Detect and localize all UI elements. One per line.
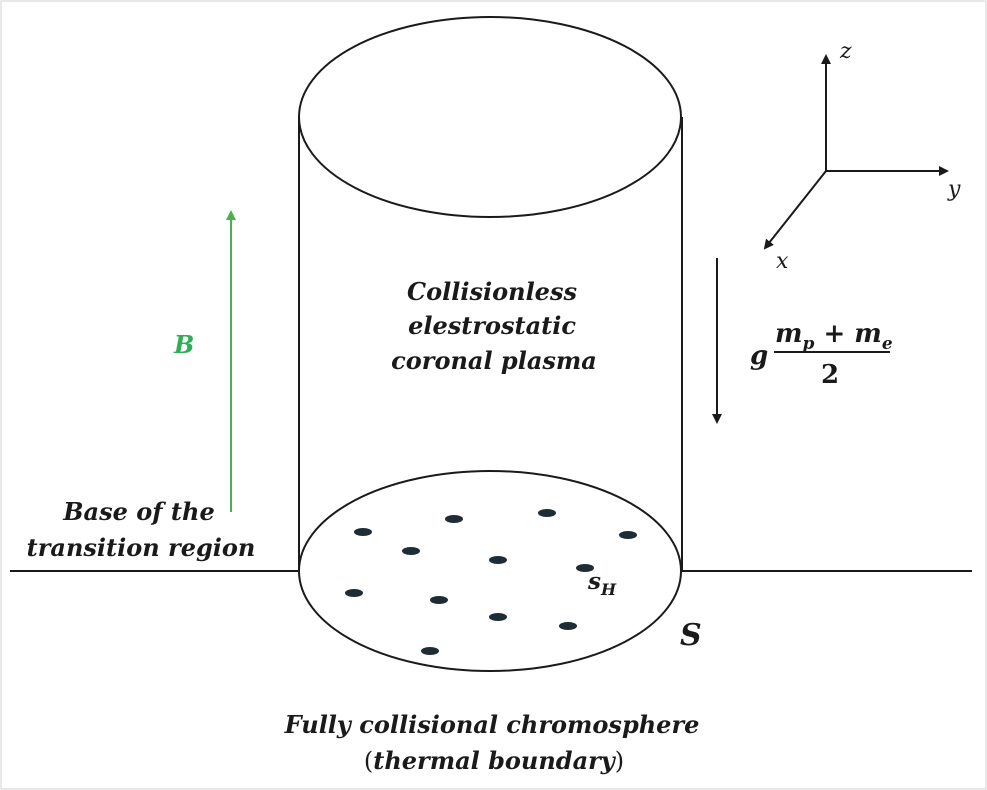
spot-label-s: s [587,568,601,595]
plasma-label-line3: coronal plasma [391,346,597,375]
spot [402,547,420,555]
spot [559,622,577,630]
spot-label-sub: H [600,580,617,599]
thermal-boundary-text: thermal boundary [373,746,617,775]
gravity-sub2: e [882,334,893,354]
spot [619,531,637,539]
spot [445,515,463,523]
z-axis-label: z [839,39,852,64]
spot [430,596,448,604]
gravity-m1: m [775,319,803,349]
gravity-m2: m [854,319,882,349]
spot [489,613,507,621]
cylinder-bottom-ellipse [298,470,682,672]
spot [345,589,363,597]
surface-label: S [680,618,702,653]
gravity-denominator: 2 [821,360,839,390]
gravity-label: g mp + me 2 [750,319,893,390]
spot [538,509,556,517]
chromosphere-label-line2: (thermal boundary) [364,746,624,775]
chromosphere-label-line1: Fully collisional chromosphere [284,710,700,739]
paren-close: ) [615,747,624,775]
spot [576,564,594,572]
surface-spots [345,509,637,655]
chromosphere-label: Fully collisional chromosphere (thermal … [284,710,700,775]
gravity-numerator: mp + me [775,319,893,354]
plasma-label-line2: elestrostatic [408,311,576,340]
plasma-label: Collisionless elestrostatic coronal plas… [391,277,597,375]
gravity-g: g [750,341,768,371]
magnetic-field-label: B [173,330,194,359]
plasma-label-line1: Collisionless [407,277,577,306]
x-axis-label: x [776,249,789,274]
paren-open: ( [364,747,373,775]
spot [489,556,507,564]
spot [354,528,372,536]
coordinate-axes: z y x [763,39,961,274]
base-label-line1: Base of the [62,497,214,526]
base-label-line2: transition region [27,533,256,562]
cylinder-top-ellipse [298,16,682,218]
spot-label: sH [587,568,617,599]
base-label: Base of the transition region [27,497,256,562]
x-axis [763,170,827,250]
spot [421,647,439,655]
plasma-cylinder [298,16,683,672]
gravity-sub1: p [803,334,815,354]
gravity-plus: + [814,319,854,349]
y-axis-label: y [947,177,961,202]
